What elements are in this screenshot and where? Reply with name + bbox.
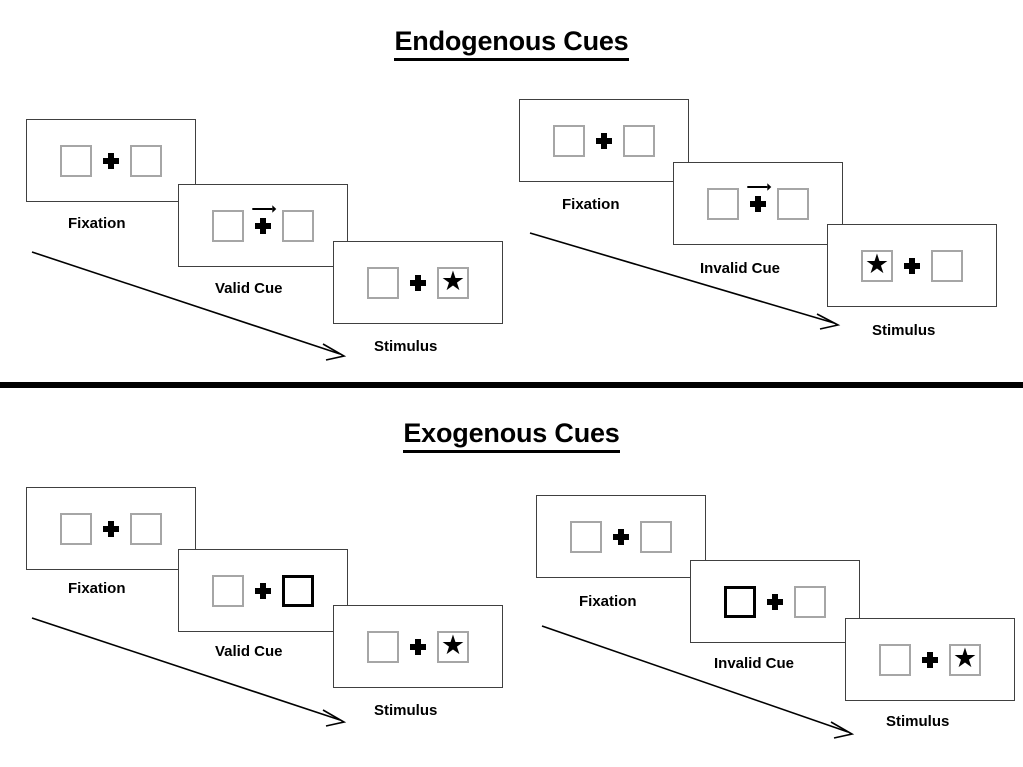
plus-icon [903, 257, 921, 275]
frame-endogenous-valid-cue [178, 184, 348, 267]
frame-endogenous-invalid-cue [673, 162, 843, 245]
frame-label-endogenous-valid-fixation: Fixation [68, 215, 126, 232]
box-left-cued [724, 585, 756, 618]
plus-icon [102, 152, 120, 170]
arrow-right-icon [746, 182, 772, 192]
box-left [367, 630, 399, 663]
frame-label-exogenous-valid-fixation: Fixation [68, 580, 126, 597]
frame-label-endogenous-valid-cue: Valid Cue [215, 280, 283, 297]
plus-icon [409, 274, 427, 292]
box-left [212, 209, 244, 242]
frame-label-endogenous-invalid-stimulus: Stimulus [872, 322, 936, 339]
frame-exogenous-invalid-fixation [536, 495, 706, 578]
box-right [130, 512, 162, 545]
frame-label-endogenous-invalid-cue: Invalid Cue [700, 260, 781, 277]
frame-label-exogenous-invalid-cue: Invalid Cue [714, 655, 795, 672]
frame-exogenous-invalid-cue [690, 560, 860, 643]
frame-exogenous-valid-cue [178, 549, 348, 632]
box-right-with-stimulus: ★ [949, 643, 981, 676]
star-icon: ★ [952, 643, 978, 673]
plus-icon [747, 182, 772, 213]
plus-icon [612, 528, 630, 546]
box-left [879, 643, 911, 676]
frame-label-endogenous-invalid-fixation: Fixation [562, 196, 620, 213]
box-right [640, 520, 672, 553]
box-left [60, 512, 92, 545]
box-right-cued [282, 574, 314, 607]
frame-exogenous-invalid-stimulus: ★ [845, 618, 1015, 701]
plus-icon [254, 582, 272, 600]
frame-exogenous-valid-stimulus: ★ [333, 605, 503, 688]
box-right [931, 249, 963, 282]
arrow-right-icon [251, 204, 277, 214]
plus-icon [102, 520, 120, 538]
frame-label-endogenous-valid-stimulus: Stimulus [374, 338, 438, 355]
box-left [570, 520, 602, 553]
star-icon: ★ [864, 249, 890, 279]
section-divider [0, 382, 1023, 388]
plus-icon [409, 638, 427, 656]
frame-endogenous-invalid-fixation [519, 99, 689, 182]
frame-exogenous-valid-fixation [26, 487, 196, 570]
box-right-with-stimulus: ★ [437, 630, 469, 663]
box-left [553, 124, 585, 157]
section-title-exogenous: Exogenous Cues [0, 418, 1023, 453]
frame-label-exogenous-valid-stimulus: Stimulus [374, 702, 438, 719]
box-left-with-stimulus: ★ [861, 249, 893, 282]
frame-label-exogenous-invalid-fixation: Fixation [579, 593, 637, 610]
box-left [367, 266, 399, 299]
plus-icon [252, 204, 277, 235]
frame-label-exogenous-valid-cue: Valid Cue [215, 643, 283, 660]
box-left [212, 574, 244, 607]
plus-icon [921, 651, 939, 669]
section-title-endogenous: Endogenous Cues [0, 26, 1023, 61]
plus-icon [595, 132, 613, 150]
box-right [777, 187, 809, 220]
frame-label-exogenous-invalid-stimulus: Stimulus [886, 713, 950, 730]
frame-endogenous-valid-stimulus: ★ [333, 241, 503, 324]
box-right [623, 124, 655, 157]
star-icon: ★ [440, 266, 466, 296]
box-left [60, 144, 92, 177]
box-left [707, 187, 739, 220]
box-right-with-stimulus: ★ [437, 266, 469, 299]
box-right [282, 209, 314, 242]
star-icon: ★ [440, 630, 466, 660]
section-title-exogenous-text: Exogenous Cues [403, 418, 620, 453]
box-right [130, 144, 162, 177]
frame-endogenous-valid-fixation [26, 119, 196, 202]
frame-endogenous-invalid-stimulus: ★ [827, 224, 997, 307]
plus-icon [766, 593, 784, 611]
section-title-endogenous-text: Endogenous Cues [394, 26, 629, 61]
box-right [794, 585, 826, 618]
